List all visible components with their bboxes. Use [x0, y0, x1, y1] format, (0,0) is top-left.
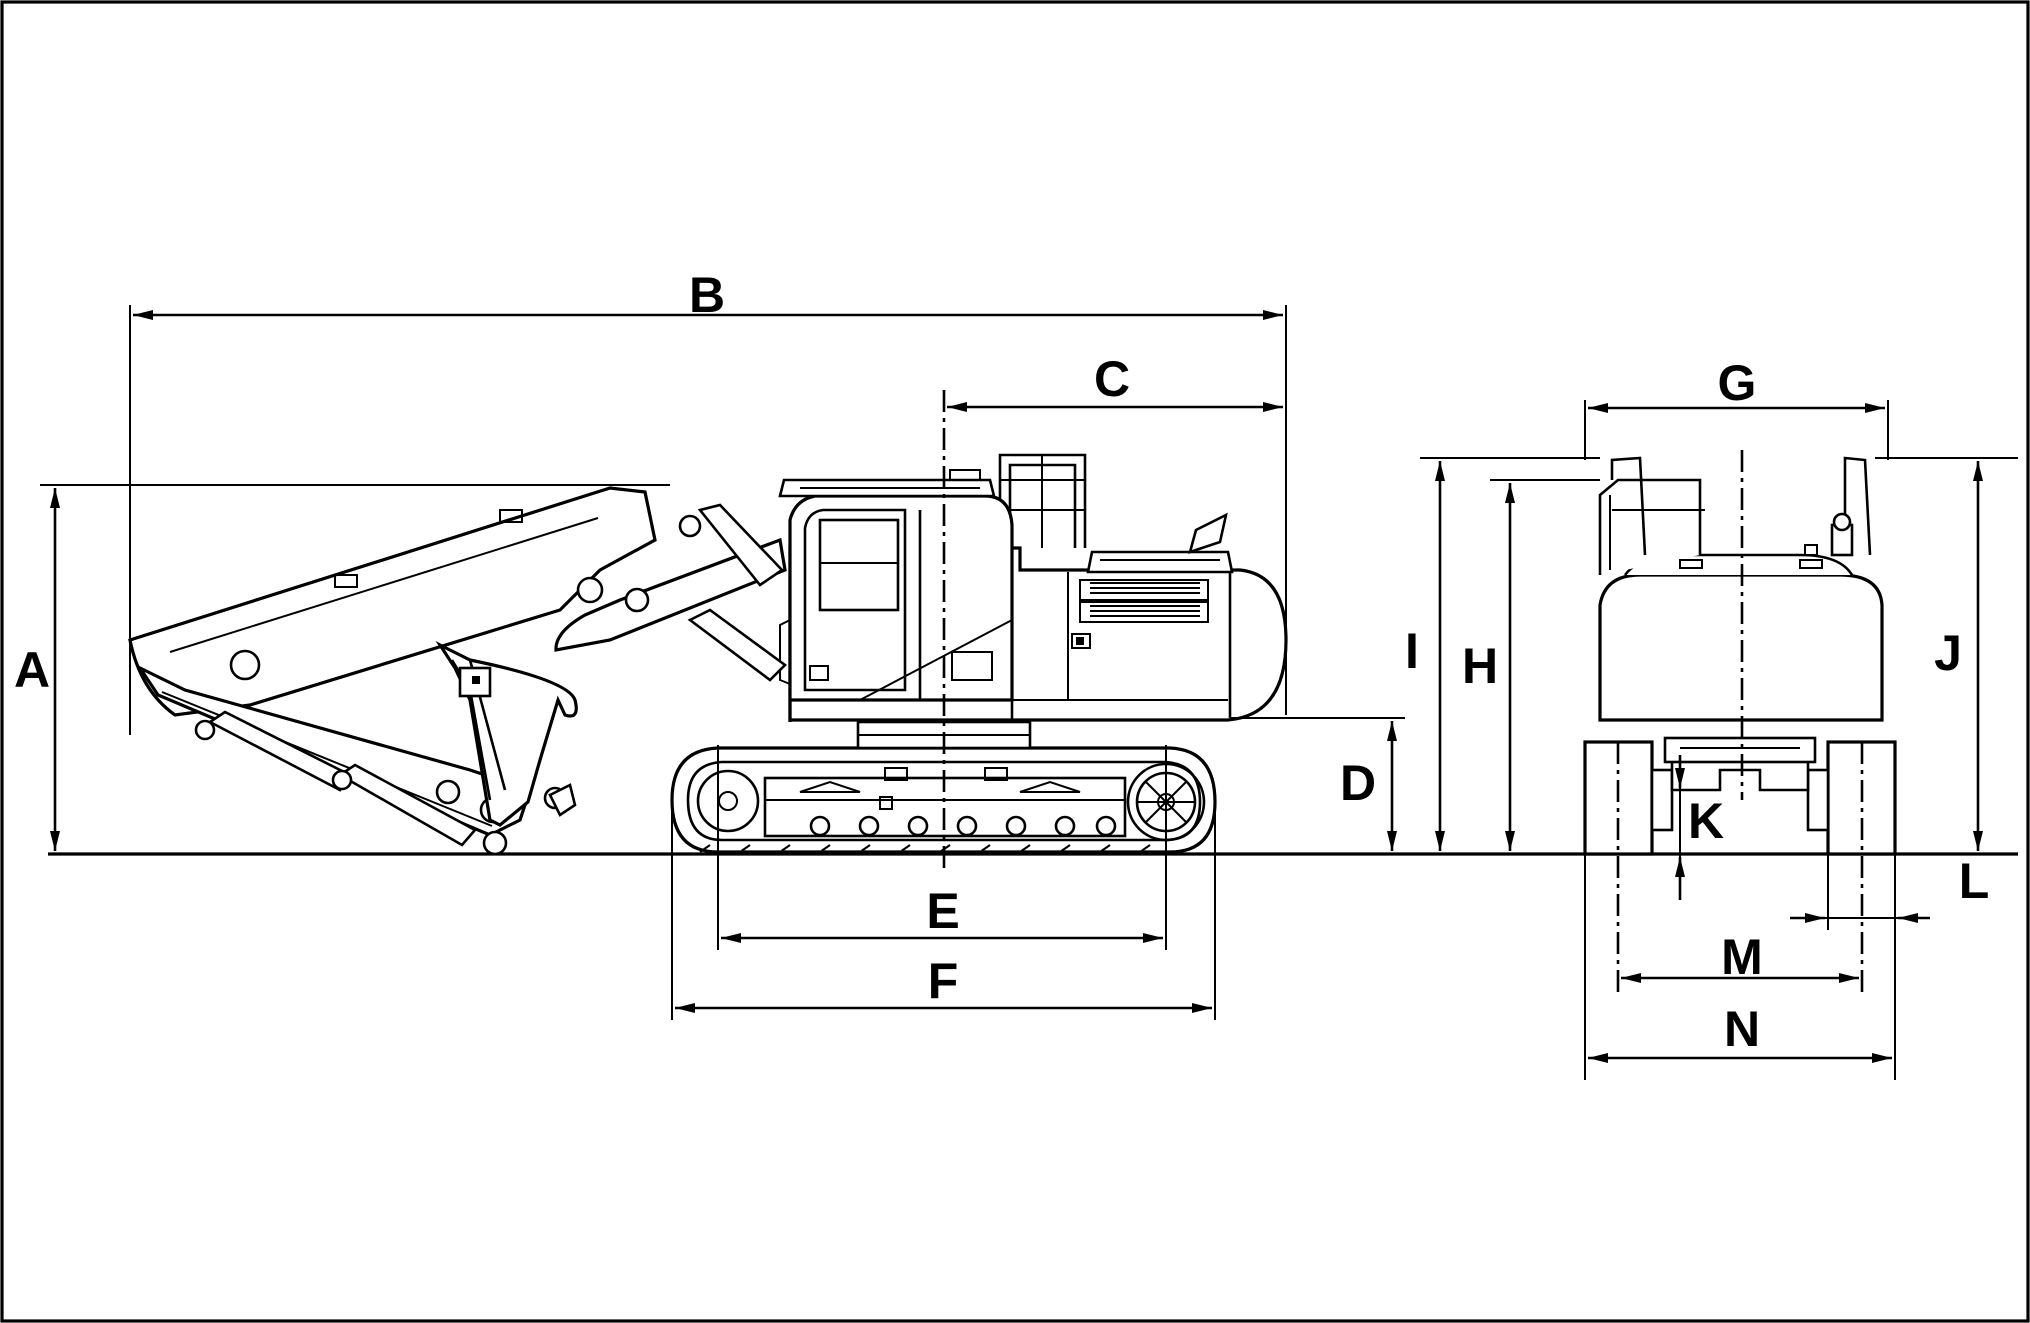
dim-label-c: C	[1094, 351, 1130, 407]
upper-structure	[778, 453, 1288, 722]
dim-label-h: H	[1462, 638, 1498, 694]
excavator-stick	[135, 663, 567, 856]
dimension-labels: A B C D E F G I H J K L M N	[14, 267, 1989, 1057]
excavator-side-view	[128, 453, 1288, 856]
dim-label-i: I	[1405, 623, 1419, 679]
dim-label-e: E	[926, 883, 959, 939]
dim-label-b: B	[689, 267, 725, 323]
dim-label-g: G	[1718, 355, 1757, 411]
dim-label-j: J	[1934, 625, 1962, 681]
dim-label-k: K	[1688, 793, 1724, 849]
excavator-rear-view	[1583, 450, 1897, 856]
dim-label-m: M	[1721, 929, 1763, 985]
dim-label-d: D	[1340, 755, 1376, 811]
dim-label-a: A	[14, 642, 50, 698]
operator-cab	[778, 469, 1014, 722]
engine-louvre	[1079, 579, 1209, 623]
dim-label-l: L	[1959, 853, 1990, 909]
dim-label-f: F	[928, 953, 959, 1009]
dimension-lines	[40, 305, 2018, 1080]
dim-label-n: N	[1724, 1001, 1760, 1057]
excavator-boom	[128, 486, 787, 717]
excavator-bucket	[435, 640, 578, 827]
